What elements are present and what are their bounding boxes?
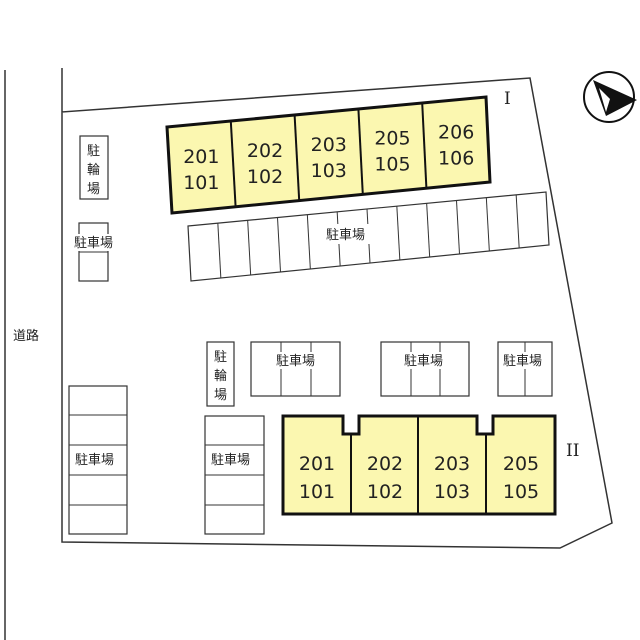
building-1-unit-bottom: 105	[374, 154, 410, 176]
svg-text:場: 場	[214, 388, 227, 403]
parking-stall-divider	[217, 223, 222, 279]
building-1-unit-top: 202	[247, 140, 283, 162]
building-1-unit-bottom: 103	[311, 160, 347, 182]
building-1-unit-bottom: 102	[247, 166, 283, 188]
building-1-unit-top: 206	[438, 122, 474, 144]
parking-left-bottom: 駐車場	[68, 385, 128, 535]
parking-stall-divider	[426, 203, 431, 258]
building-1-outline	[165, 95, 492, 215]
building-1-divider	[293, 114, 301, 201]
building-2-unit-top: 205	[503, 453, 539, 475]
parking-stall-divider	[396, 206, 401, 261]
parking-mid-3: 駐車場	[497, 341, 553, 397]
svg-text:駐: 駐	[214, 350, 227, 365]
north-arrow-icon	[583, 71, 637, 123]
building-2-unit-top: 201	[299, 453, 335, 475]
parking-stall-divider	[247, 220, 252, 276]
bike-parking-middle: 駐 輪 場	[206, 341, 235, 407]
parking-label-mid-1: 駐車場	[276, 354, 315, 369]
building-1-divider	[421, 102, 428, 189]
building-1-unit-top: 205	[374, 128, 410, 150]
road-label: 道路	[13, 328, 39, 344]
parking-center-bottom: 駐車場	[204, 415, 265, 535]
building-2-unit-bottom: 103	[434, 481, 470, 503]
svg-text:駐: 駐	[87, 144, 100, 159]
parking-stall-divider	[485, 197, 490, 252]
building-1-unit-bottom: 106	[438, 148, 474, 170]
building-2-unit-bottom: 105	[503, 481, 539, 503]
parking-label-left-top: 駐車場	[74, 236, 113, 251]
building-1-divider	[229, 120, 237, 207]
parking-stall-divider	[306, 214, 311, 270]
parking-label-mid-3: 駐車場	[503, 354, 542, 369]
building-2-unit-bottom: 102	[367, 481, 403, 503]
building-2-label: II	[566, 441, 579, 461]
building-1-unit-top: 203	[311, 134, 347, 156]
bike-parking-top: 駐 輪 場	[79, 135, 109, 200]
parking-left-top: 駐車場	[72, 222, 126, 282]
parking-label-top: 駐車場	[326, 228, 365, 243]
building-2: 201 101 202 102 203 103 205 105	[281, 414, 557, 516]
building-2-unit-top: 202	[367, 453, 403, 475]
lot-boundary	[61, 68, 613, 549]
svg-text:輪: 輪	[214, 368, 227, 384]
parking-mid-1: 駐車場	[250, 341, 341, 397]
building-2-unit-top: 203	[434, 453, 470, 475]
building-1-unit-bottom: 101	[183, 172, 219, 194]
svg-text:場: 場	[87, 182, 100, 197]
parking-stall-divider	[515, 194, 520, 249]
parking-mid-2: 駐車場	[380, 341, 470, 397]
svg-text:輪: 輪	[87, 162, 100, 178]
parking-label-center-bottom: 駐車場	[211, 453, 250, 468]
building-2-unit-bottom: 101	[299, 481, 335, 503]
building-1-label: I	[504, 89, 511, 109]
building-1-divider	[357, 108, 364, 195]
parking-stall-divider	[456, 200, 460, 255]
building-1-unit-top: 201	[183, 146, 219, 168]
parking-label-mid-2: 駐車場	[404, 354, 443, 369]
parking-row-top: 駐車場	[187, 191, 550, 282]
building-1: 201 101 202 102 203 103 205 105 206 106	[165, 95, 492, 215]
parking-stall-divider	[277, 217, 281, 273]
parking-label-left-bottom: 駐車場	[75, 453, 114, 468]
